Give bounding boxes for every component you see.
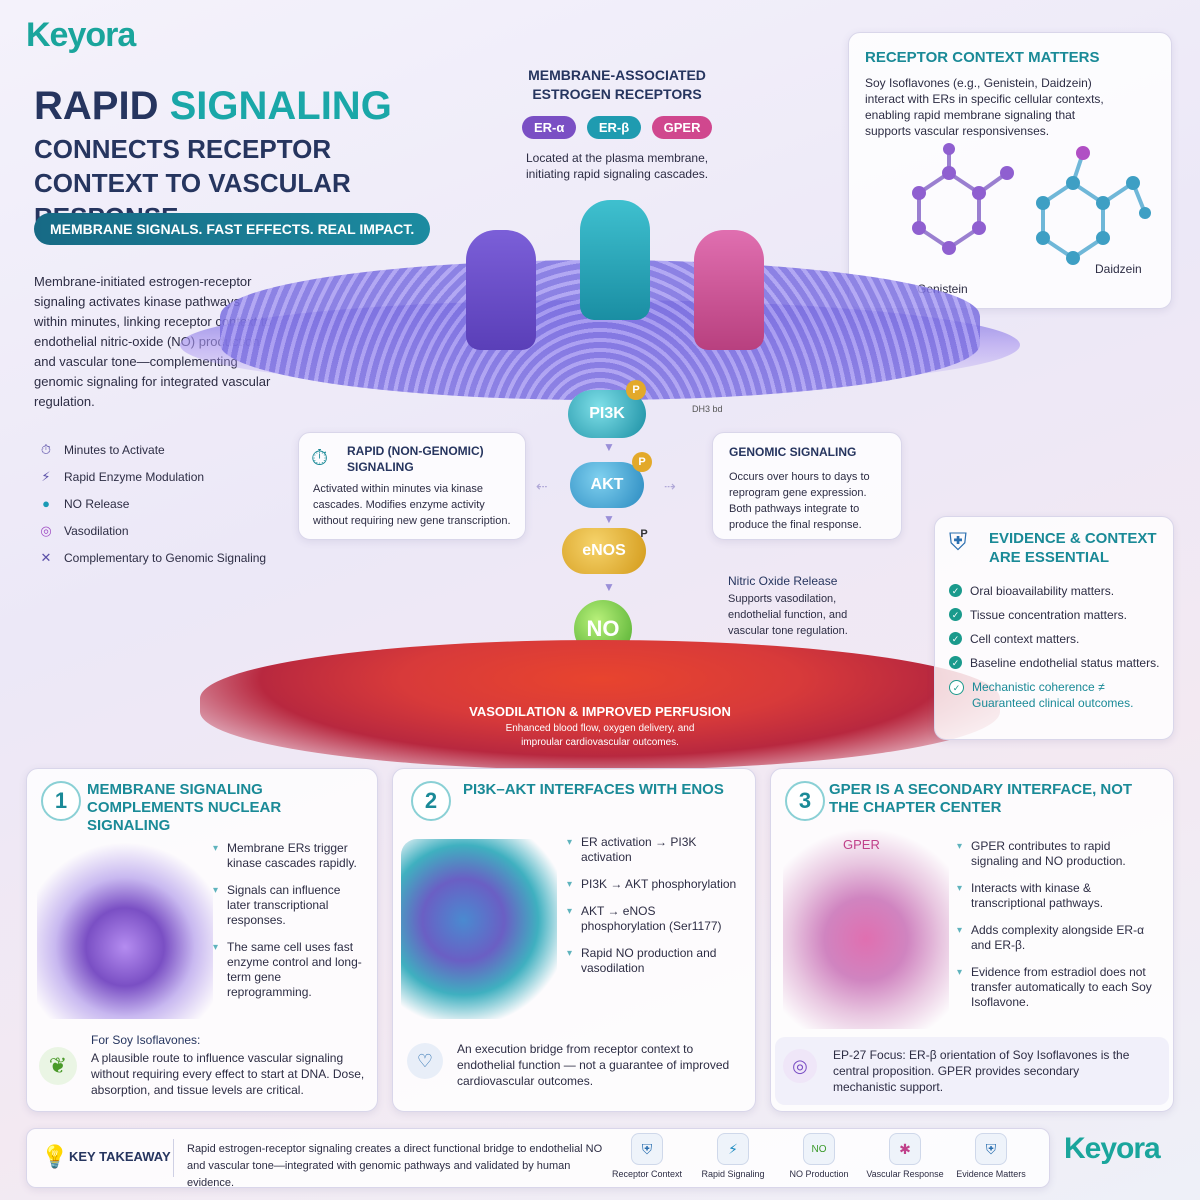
panel-bullets: ER activation → PI3K activation PI3K → A…: [567, 835, 743, 988]
arrow-down-icon: ▼: [603, 440, 615, 454]
feature-item: ⏱Minutes to Activate: [38, 436, 278, 463]
nucleus-illustration: [37, 839, 213, 1019]
arrow-left-icon: ⇠: [536, 478, 548, 494]
check-note: ✓Mechanistic coherence ≠ Guaranteed clin…: [949, 679, 1163, 711]
stopwatch-icon: ⏱: [311, 445, 329, 470]
divider: [173, 1139, 174, 1177]
footer-icon-item: ⛨Evidence Matters: [951, 1133, 1031, 1179]
footer-icon-item: ⚡Rapid Signaling: [693, 1133, 773, 1179]
check-item: ✓Tissue concentration matters.: [949, 607, 1163, 623]
check-icon: ✓: [949, 680, 964, 695]
panel-footer: For Soy Isoflavones: A plausible route t…: [91, 1033, 365, 1097]
pi3k-node: PI3K: [568, 390, 646, 438]
arrow-down-icon: ▼: [603, 512, 615, 526]
phospho-badge: P: [626, 380, 646, 400]
check-icon: ✓: [949, 608, 962, 621]
pill-gper: GPER: [651, 116, 713, 139]
stopwatch-icon: ⏱: [40, 441, 52, 457]
lightning-icon: ⚡: [41, 468, 51, 484]
panel-pi3k-akt: 2 PI3K–AKT INTERFACES WITH ENOS ER activ…: [392, 768, 756, 1112]
vasodilation-block: VASODILATION & IMPROVED PERFUSION Enhanc…: [469, 704, 731, 748]
daidzein-label: Daidzein: [1095, 262, 1142, 276]
panel-bullets: Membrane ERs trigger kinase cascades rap…: [213, 841, 363, 1012]
arrow-right-icon: ⇢: [664, 478, 676, 494]
footer-icon-item: ✱Vascular Response: [865, 1133, 945, 1179]
page-title: RAPID SIGNALING: [34, 84, 392, 128]
feature-item: ⚡Rapid Enzyme Modulation: [38, 463, 278, 490]
pill-er-beta: ER-β: [586, 116, 642, 139]
feature-list: ⏱Minutes to Activate ⚡Rapid Enzyme Modul…: [38, 436, 278, 571]
check-item: ✓Baseline endothelial status matters.: [949, 655, 1163, 671]
panel-number: 2: [411, 781, 451, 821]
helix-icon: ✕: [40, 549, 52, 565]
focus-box: [775, 1037, 1169, 1105]
evidence-card: ⛨ EVIDENCE & CONTEXT ARE ESSENTIAL ✓Oral…: [934, 516, 1174, 740]
feature-item: ●NO Release: [38, 490, 278, 517]
check-icon: ✓: [949, 584, 962, 597]
small-label: DH3 bd: [692, 404, 723, 414]
genomic-signaling-card: GENOMIC SIGNALING Occurs over hours to d…: [712, 432, 902, 540]
lightbulb-icon: 💡: [41, 1144, 69, 1169]
check-icon: ✓: [949, 632, 962, 645]
vessel-icon: ✱: [889, 1133, 921, 1165]
shield-icon: ⛨: [949, 529, 967, 556]
lightning-icon: ⚡: [717, 1133, 749, 1165]
leaf-icon: ❦: [39, 1047, 77, 1085]
enos-node: eNOS: [562, 528, 646, 574]
panel-number: 3: [785, 781, 825, 821]
gper-receptor: [694, 230, 764, 350]
receptor-context-card: RECEPTOR CONTEXT MATTERS Soy Isoflavones…: [848, 32, 1172, 309]
check-icon: ✓: [949, 656, 962, 669]
rapid-signaling-card: ⏱ RAPID (NON-GENOMIC) SIGNALING Activate…: [298, 432, 526, 540]
no-release-block: Nitric Oxide Release Supports vasodilati…: [728, 574, 848, 637]
key-takeaway-bar: 💡 KEY TAKEAWAY Rapid estrogen-receptor s…: [26, 1128, 1050, 1189]
shield-icon: ⛨: [631, 1133, 663, 1165]
protein-illustration: [401, 839, 557, 1019]
pill-er-alpha: ER-α: [522, 116, 577, 139]
receptor-pills: ER-α ER-β GPER: [522, 116, 713, 139]
gper-label: GPER: [843, 837, 880, 852]
ring-icon: ◎: [40, 522, 52, 538]
er-alpha-receptor: [466, 230, 536, 350]
target-icon: ◎: [783, 1049, 817, 1083]
tagline-badge: MEMBRANE SIGNALS. FAST EFFECTS. REAL IMP…: [34, 213, 431, 245]
panel-membrane-signaling: 1 MEMBRANE SIGNALING COMPLEMENTS NUCLEAR…: [26, 768, 378, 1112]
panel-gper: 3 GPER IS A SECONDARY INTERFACE, NOT THE…: [770, 768, 1174, 1112]
check-item: ✓Oral bioavailability matters.: [949, 583, 1163, 599]
no-icon: NO: [803, 1133, 835, 1165]
daidzein-molecule: [1036, 146, 1151, 265]
genistein-molecule: [912, 143, 1014, 255]
shield-check-icon: ⛨: [975, 1133, 1007, 1165]
er-beta-receptor: [580, 200, 650, 320]
arrow-down-icon: ▼: [603, 580, 615, 594]
heartbeat-icon: ♡: [407, 1043, 443, 1079]
page-subtitle: CONNECTS RECEPTOR CONTEXT TO VASCULAR RE…: [34, 134, 351, 232]
molecule-icon: ●: [42, 496, 50, 511]
feature-item: ✕Complementary to Genomic Signaling: [38, 544, 278, 571]
gper-illustration: [783, 829, 949, 1029]
check-item: ✓Cell context matters.: [949, 631, 1163, 647]
brand-logo: Keyora: [26, 16, 136, 54]
phospho-badge: P: [632, 452, 652, 472]
panel-number: 1: [41, 781, 81, 821]
intro-text: Membrane-initiated estrogen-receptor sig…: [34, 274, 272, 409]
footer-icon-item: ⛨Receptor Context: [607, 1133, 687, 1179]
phospho-badge: P: [640, 528, 648, 540]
feature-item: ◎Vasodilation: [38, 517, 278, 544]
evidence-checklist: ✓Oral bioavailability matters. ✓Tissue c…: [949, 583, 1163, 719]
blood-vessel: [200, 640, 1000, 770]
footer-logo: Keyora: [1064, 1132, 1161, 1165]
receptors-block: MEMBRANE-ASSOCIATED ESTROGEN RECEPTORS E…: [522, 66, 713, 139]
akt-node: AKT: [570, 462, 644, 508]
panel-bullets: GPER contributes to rapid signaling and …: [957, 839, 1161, 1022]
receptors-desc: Located at the plasma membrane, initiati…: [526, 151, 709, 181]
